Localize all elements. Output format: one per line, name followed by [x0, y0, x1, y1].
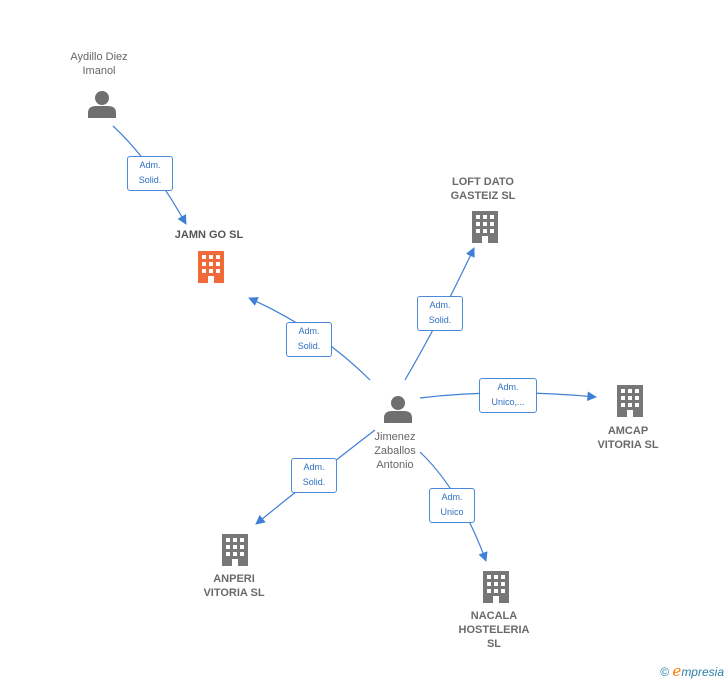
- empresia-credit[interactable]: © empresia: [660, 662, 724, 680]
- role-line: Solid.: [138, 175, 162, 185]
- building-icon[interactable]: [219, 533, 251, 567]
- node-label-anperi: ANPERI VITORIA SL: [174, 572, 294, 600]
- node-label-jamn: JAMN GO SL: [149, 228, 269, 242]
- role-line: Solid.: [428, 315, 452, 325]
- node-name-line: ANPERI: [213, 573, 255, 585]
- node-name-line: GASTEIZ SL: [450, 190, 516, 202]
- role-badge-jimenez-anperi[interactable]: Adm. Solid.: [291, 458, 337, 493]
- role-line: Solid.: [297, 341, 321, 351]
- node-name-line: SL: [486, 638, 502, 650]
- node-name-line: Aydillo Diez: [70, 51, 128, 63]
- node-name-line: Zaballos: [374, 445, 416, 457]
- person-icon[interactable]: [87, 89, 117, 119]
- node-label-amcap: AMCAP VITORIA SL: [568, 424, 688, 452]
- role-line: Adm.: [139, 160, 161, 170]
- node-label-jimenez: Jimenez Zaballos Antonio: [345, 430, 445, 472]
- building-icon[interactable]: [480, 570, 512, 604]
- role-line: Adm.: [429, 300, 451, 310]
- role-line: Unico,...: [491, 397, 525, 407]
- brand-name: mpresia: [681, 665, 724, 679]
- node-name-line: NACALA: [470, 610, 518, 622]
- node-name-line: VITORIA SL: [203, 587, 265, 599]
- node-label-loft: LOFT DATO GASTEIZ SL: [423, 175, 543, 203]
- role-line: Adm.: [441, 492, 463, 502]
- node-name-line: AMCAP: [607, 425, 649, 437]
- person-icon[interactable]: [383, 394, 413, 424]
- role-badge-aydillo-jamn[interactable]: Adm. Solid.: [127, 156, 173, 191]
- brand-initial: e: [672, 662, 682, 680]
- building-icon[interactable]: [614, 384, 646, 418]
- role-line: Solid.: [302, 477, 326, 487]
- node-label-aydillo: Aydillo Diez Imanol: [49, 50, 149, 78]
- node-name-line: VITORIA SL: [597, 439, 659, 451]
- node-name-line: Jimenez: [374, 431, 416, 443]
- building-icon[interactable]: [195, 250, 227, 284]
- role-badge-jimenez-amcap[interactable]: Adm. Unico,...: [479, 378, 537, 413]
- node-name-line: Antonio: [376, 459, 414, 471]
- role-line: Unico: [440, 507, 464, 517]
- node-name-line: LOFT DATO: [452, 176, 514, 188]
- role-badge-jimenez-jamn[interactable]: Adm. Solid.: [286, 322, 332, 357]
- node-name-line: Imanol: [82, 65, 116, 77]
- node-name-line: HOSTELERIA: [458, 624, 530, 636]
- building-icon[interactable]: [469, 210, 501, 244]
- role-line: Adm.: [303, 462, 325, 472]
- node-label-nacala: NACALA HOSTELERIA SL: [434, 609, 554, 651]
- role-line: Adm.: [298, 326, 320, 336]
- role-badge-jimenez-nacala[interactable]: Adm. Unico: [429, 488, 475, 523]
- role-line: Adm.: [497, 382, 519, 392]
- node-name-line: JAMN GO SL: [174, 229, 244, 241]
- copyright-symbol: ©: [660, 665, 670, 679]
- role-badge-jimenez-loft[interactable]: Adm. Solid.: [417, 296, 463, 331]
